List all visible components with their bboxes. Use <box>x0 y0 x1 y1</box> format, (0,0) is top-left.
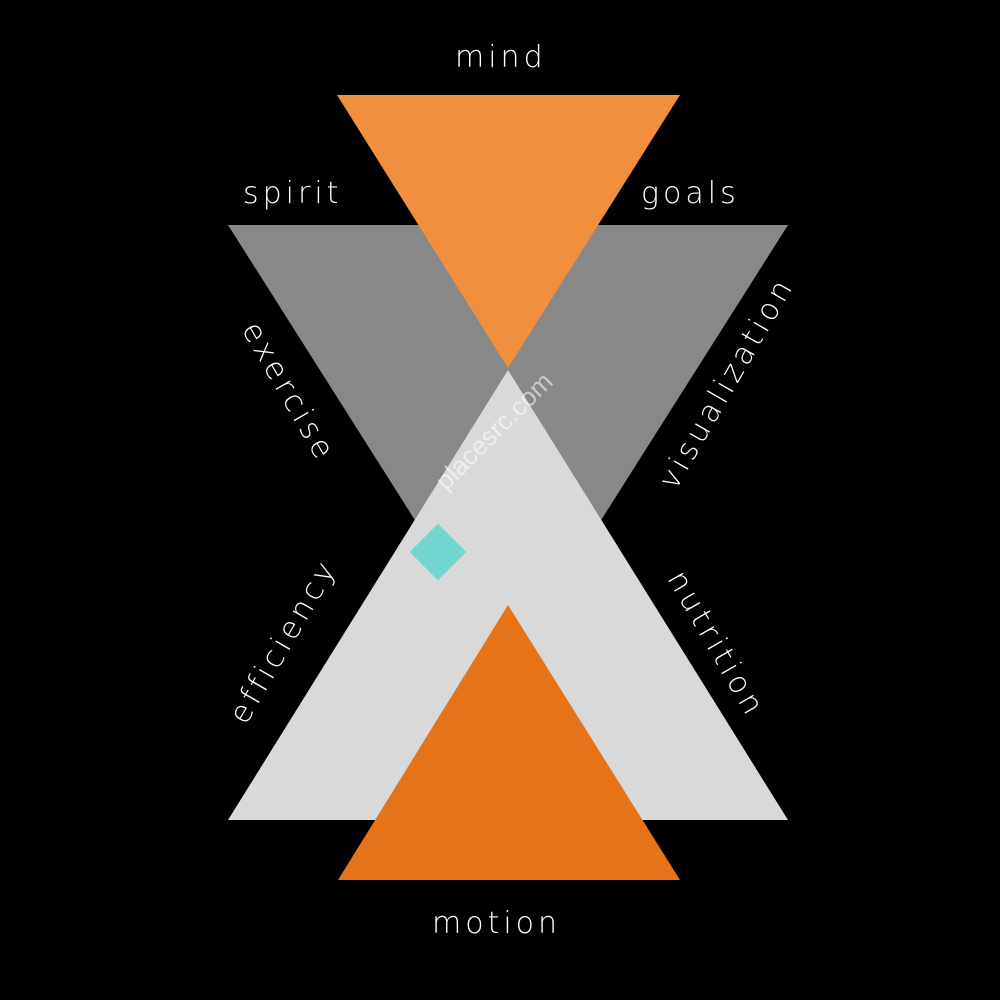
label-motion: motion <box>432 906 562 941</box>
light-gray-upright-triangle <box>228 370 788 820</box>
label-goals: goals <box>641 176 740 211</box>
bottom-orange-triangle <box>338 605 680 880</box>
top-orange-triangle <box>337 95 680 368</box>
label-mind: mind <box>455 40 547 75</box>
label-spirit: spirit <box>243 176 343 211</box>
